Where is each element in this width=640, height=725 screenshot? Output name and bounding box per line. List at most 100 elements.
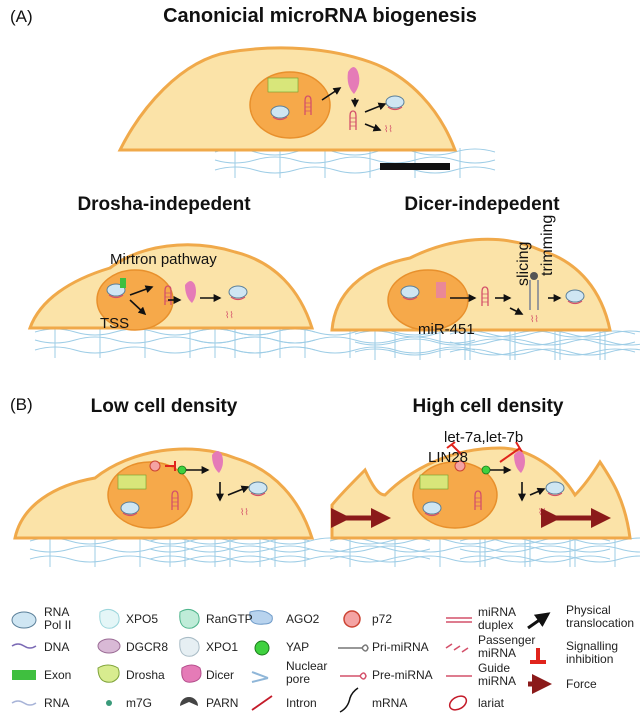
let7-label: let-7a,let-7b (444, 429, 523, 446)
legend-col6-icons (445, 617, 472, 711)
dicer-independent-cell: ⌇⌇ slicing trimming miR-451 (330, 215, 640, 361)
dna-icon (11, 643, 37, 649)
legend-col2-icons (97, 608, 121, 706)
panel-b-letter: (B) (10, 395, 33, 414)
yap-icon (254, 640, 270, 656)
svg-text:⌇⌇: ⌇⌇ (225, 310, 234, 320)
legend-label-p72: p72 (372, 612, 392, 626)
low-density-title: Low cell density (91, 396, 238, 417)
legend-label-lariat: lariat (478, 696, 505, 710)
scale-bar (380, 163, 450, 170)
p72 (454, 460, 466, 472)
canonical-cell: ⌇⌇ (117, 46, 496, 179)
pri-mirna-icon (338, 644, 369, 652)
legend-col7-icons (527, 612, 552, 694)
lin28-label: LIN28 (428, 449, 468, 466)
drosha-complex (117, 474, 147, 490)
drosha-complex (419, 474, 449, 490)
legend-label-rangtp: RanGTP (206, 612, 253, 626)
svg-text:⌇⌇: ⌇⌇ (240, 507, 249, 517)
signalling-inhibition (165, 461, 176, 471)
ago2-risc (228, 285, 248, 301)
rna-pol-ii-icon (11, 611, 37, 629)
high-density-title: High cell density (413, 396, 564, 417)
rna-pol-ii (270, 105, 290, 121)
legend-col4-icons (249, 610, 273, 711)
dicer-icon (181, 664, 202, 683)
legend-label-exon: Exon (44, 668, 71, 682)
dicer (185, 281, 196, 303)
rangtp-icon (179, 608, 200, 629)
ecm-fibers (354, 329, 636, 361)
legend-label-dgcr8: DGCR8 (126, 640, 168, 654)
legend-col3-icons (179, 608, 202, 706)
xpo1-icon (179, 636, 200, 657)
svg-text:⌇⌇: ⌇⌇ (530, 314, 539, 324)
physical-translocation-icon (527, 612, 551, 630)
legend-label-mrna: mRNA (372, 696, 407, 710)
rna-pol-ii (400, 285, 420, 301)
svg-text:⌇⌇: ⌇⌇ (538, 507, 547, 517)
ago2-icon (249, 610, 273, 625)
drosha-complex (267, 77, 299, 93)
mirna-duplex-icon (446, 617, 472, 623)
drosha-icon (97, 664, 120, 683)
high-density-cell: ⌇⌇ let-7a,let-7b LIN28 (329, 429, 640, 568)
dgcr8-icon (97, 638, 121, 654)
legend-label-rna: RNA (44, 696, 69, 710)
trimming-label: trimming (539, 215, 556, 276)
lariat-icon (448, 695, 468, 711)
rna-pol-ii (120, 501, 140, 517)
legend-label-m7g: m7G (126, 696, 152, 710)
ago2-risc (385, 95, 405, 111)
mrna-icon (339, 687, 359, 713)
signalling-inhibition (499, 441, 523, 463)
xpo5-icon (99, 608, 120, 629)
intron-icon (251, 695, 273, 711)
tss-label: TSS (100, 315, 129, 332)
legend-col1-icons (11, 611, 37, 706)
legend-label-parn: PARN (206, 696, 238, 710)
legend-label-force: Force (566, 677, 597, 691)
legend-label-pri-mirna: Pri-miRNA (372, 640, 429, 654)
ago2-risc (565, 289, 585, 305)
panel-a-letter: (A) (10, 7, 33, 26)
mir-451-label: miR-451 (418, 321, 475, 338)
legend-label-xpo5: XPO5 (126, 612, 158, 626)
legend-label-dna: DNA (44, 640, 69, 654)
signalling-inhibition-icon (530, 648, 546, 664)
exon-icon (12, 670, 36, 680)
legend-label-ago2: AGO2 (286, 612, 320, 626)
drosha-independent-cell: ⌇⌇ Mirtron pathway TSS (27, 243, 476, 359)
legend-label-dicer: Dicer (206, 668, 234, 682)
legend-label-yap: YAP (286, 640, 309, 654)
drosha-independent-title: Drosha-indepedent (77, 194, 251, 215)
dicer (212, 451, 223, 473)
ago2-risc (545, 481, 565, 497)
rna-pol-ii (422, 501, 442, 517)
passenger-mirna-icon (445, 643, 469, 653)
parn-icon (180, 697, 198, 706)
ago2-risc (248, 481, 268, 497)
pre-mirna-icon (340, 672, 367, 680)
low-density-cell: ⌇⌇ (13, 447, 431, 568)
dicer (514, 451, 525, 473)
dicer-independent-title: Dicer-indepedent (404, 194, 560, 215)
slicing-label: slicing (515, 242, 532, 286)
legend-label-xpo1: XPO1 (206, 640, 238, 654)
signalling-inhibition (446, 441, 463, 456)
yap (481, 465, 491, 475)
legend-col5-icons (338, 610, 369, 713)
dicer (347, 67, 360, 94)
nucleus (387, 269, 469, 331)
ecm-fibers (214, 147, 496, 179)
m7g-icon (106, 700, 112, 706)
